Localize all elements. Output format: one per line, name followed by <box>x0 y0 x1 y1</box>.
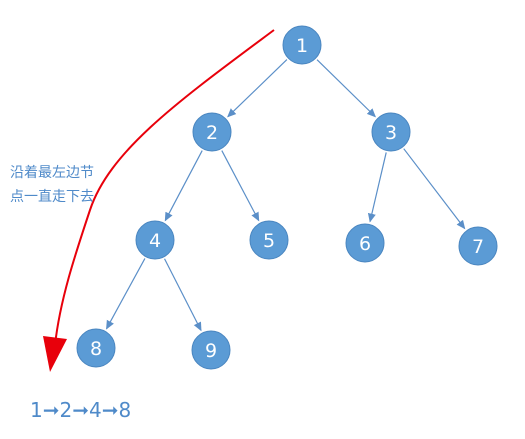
annotation-line-1: 沿着最左边节 <box>10 165 94 181</box>
edge-n2-n4 <box>164 150 203 222</box>
tree-node-circle <box>345 223 385 263</box>
tree-node-label: 3 <box>385 122 397 144</box>
tree-node-label: 7 <box>472 236 484 258</box>
traversal-result: 1➞2➞4➞8 <box>30 398 131 422</box>
left-path-arrow-curve <box>54 29 275 346</box>
tree-node-circle <box>191 330 231 370</box>
tree-node-circle <box>458 226 498 266</box>
tree-node-circle <box>135 220 175 260</box>
tree-node-label: 4 <box>149 230 161 252</box>
edge-n4-n8 <box>106 258 146 330</box>
tree-node-label: 2 <box>206 122 218 144</box>
tree-node-circle <box>371 112 411 152</box>
annotation-line-2: 点一直走下去 <box>10 188 94 205</box>
tree-node-label: 5 <box>263 230 275 252</box>
tree-node-1: 1 <box>282 25 322 65</box>
tree-node-5: 5 <box>249 220 289 260</box>
tree-node-label: 1 <box>296 35 308 57</box>
tree-nodes: 1 2 3 4 5 6 7 8 9 <box>76 25 498 370</box>
edge-n1-n2 <box>227 59 288 118</box>
left-path-arrow-head <box>43 336 67 372</box>
edge-n3-n7 <box>403 148 466 230</box>
tree-node-circle <box>76 328 116 368</box>
edge-n4-n9 <box>163 258 202 332</box>
tree-node-4: 4 <box>135 220 175 260</box>
tree-node-7: 7 <box>458 226 498 266</box>
tree-node-label: 8 <box>90 338 102 360</box>
tree-node-6: 6 <box>345 223 385 263</box>
tree-node-circle <box>249 220 289 260</box>
tree-edges <box>106 59 466 332</box>
tree-node-9: 9 <box>191 330 231 370</box>
edge-n1-n3 <box>316 59 376 118</box>
tree-node-label: 6 <box>359 233 371 255</box>
tree-node-2: 2 <box>192 112 232 152</box>
tree-node-circle <box>192 112 232 152</box>
tree-node-label: 9 <box>205 340 217 362</box>
edge-n3-n6 <box>367 152 387 223</box>
tree-node-3: 3 <box>371 112 411 152</box>
tree-node-circle <box>282 25 322 65</box>
edge-n2-n5 <box>221 150 260 222</box>
tree-node-8: 8 <box>76 328 116 368</box>
